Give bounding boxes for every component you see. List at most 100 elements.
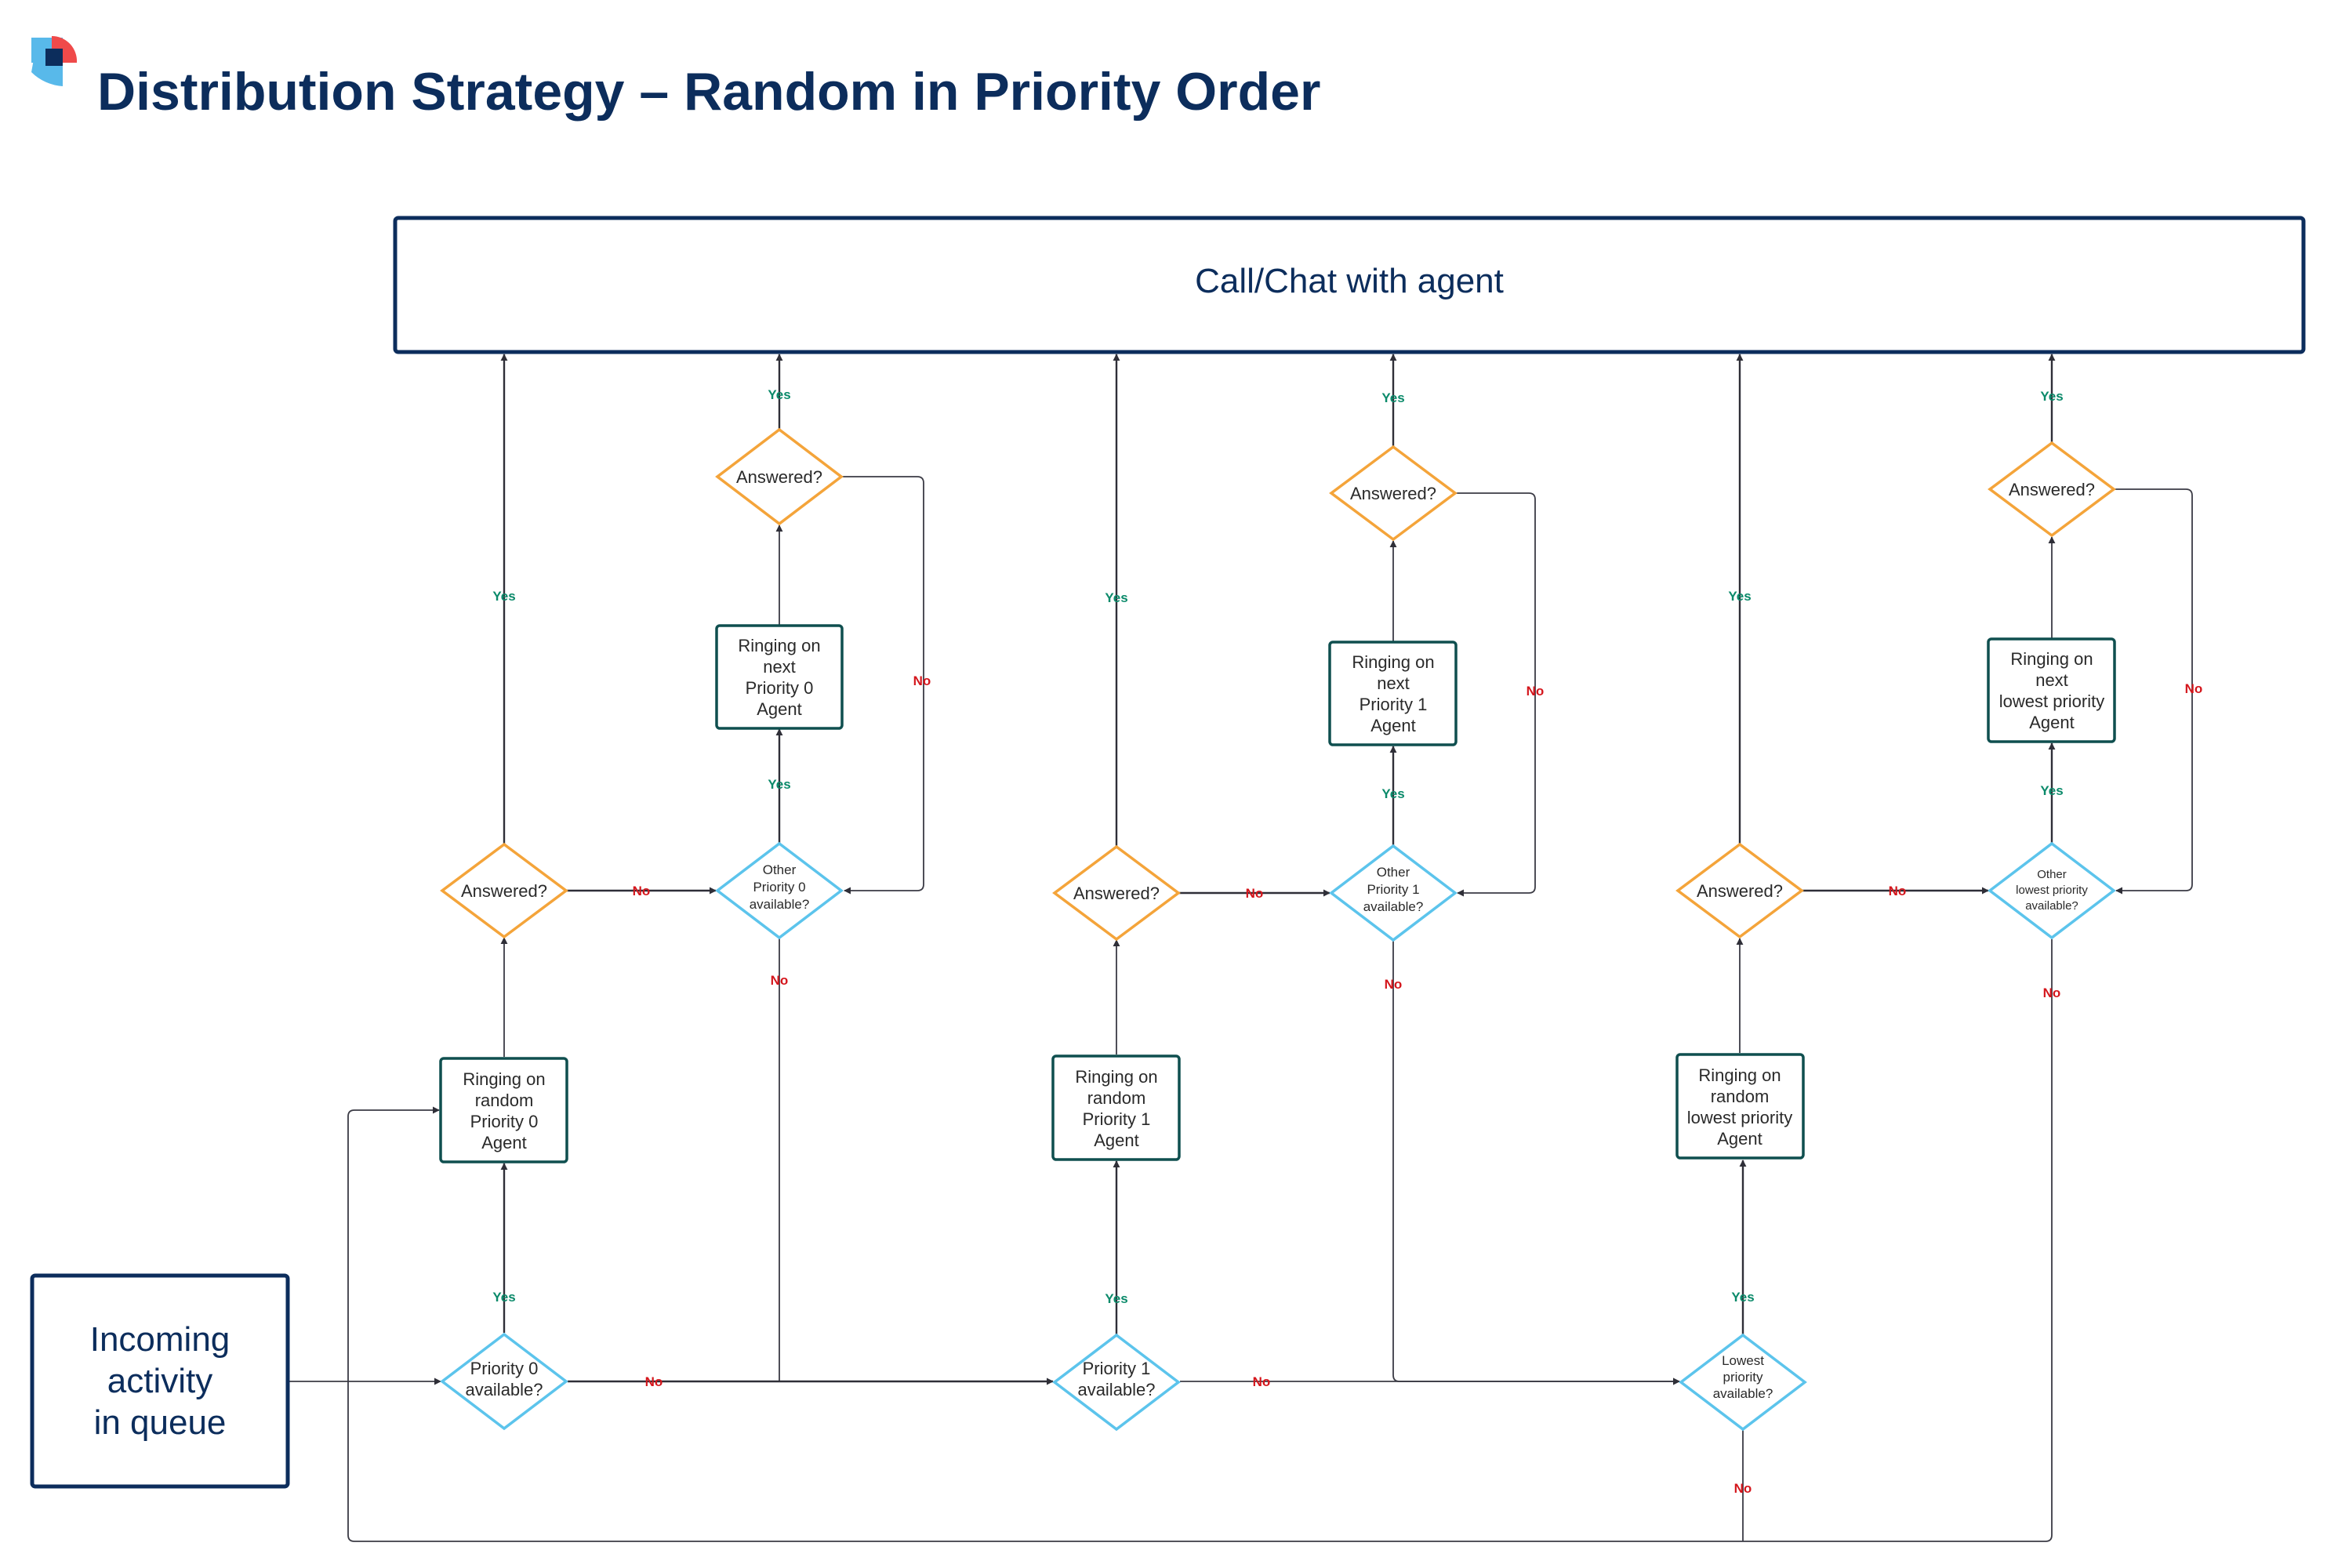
decision-answered-3: Answered? [1675,842,1804,939]
lowest-available-line-2: priority [1723,1370,1763,1385]
decision-answered-top-1: Answered? [715,427,844,526]
ring-random-lowest-line-3: lowest priority [1687,1108,1792,1127]
answered-top-2-label: Answered? [1350,484,1436,503]
incoming-line-2: activity [107,1362,212,1400]
edge-answered-top3-no [2115,488,2193,895]
label-no-p1: No [1253,1374,1271,1389]
other-p1-line-3: available? [1363,899,1424,914]
label-no-other-p0: No [771,973,789,988]
other-lowest-line-3: available? [2025,899,2078,913]
decision-other-p0-available: Other Priority 0 available? [715,841,844,940]
label-no-answered3: No [1889,884,1907,898]
incoming-line-1: Incoming [90,1320,231,1359]
edge-other-lowest-no [347,939,2053,1542]
ring-next-lowest-line-4: Agent [2029,713,2075,732]
label-yes-answered-top3: Yes [2040,389,2063,404]
company-logo-icon [31,35,77,86]
ring-next-p0-line-4: Agent [757,699,802,719]
label-yes-p0: Yes [492,1290,515,1305]
incoming-activity-node: Incoming activity in queue [30,1273,290,1489]
process-ring-next-lowest: Ringing on next lowest priority Agent [1987,637,2116,743]
ring-random-p0-line-4: Agent [481,1133,527,1152]
ring-next-p1-line-3: Priority 1 [1360,695,1428,714]
ring-next-p0-line-3: Priority 0 [746,678,814,698]
ring-random-lowest-line-1: Ringing on [1698,1065,1781,1085]
page-title: Distribution Strategy – Random in Priori… [97,62,1320,122]
other-p0-line-2: Priority 0 [753,880,805,895]
ring-next-p0-line-2: next [763,657,796,677]
p0-available-line-2: available? [465,1380,543,1399]
edge-answered-top1-no [842,476,924,895]
call-chat-node: Call/Chat with agent [393,216,2306,354]
process-ring-next-p0: Ringing on next Priority 0 Agent [715,624,844,730]
process-ring-random-p0: Ringing on random Priority 0 Agent [439,1057,568,1163]
label-no-lowest: No [1734,1481,1752,1496]
label-no-answered-top2: No [1527,684,1545,699]
lowest-available-line-1: Lowest [1722,1353,1764,1368]
ring-next-p1-line-1: Ringing on [1352,652,1434,672]
other-p1-line-2: Priority 1 [1367,882,1419,897]
ring-random-p0-line-2: random [475,1091,534,1110]
ring-next-lowest-line-3: lowest priority [1999,691,2104,711]
lowest-available-line-3: available? [1713,1386,1773,1401]
ring-random-p1-line-3: Priority 1 [1083,1109,1151,1129]
decision-answered-1: Answered? [440,842,568,939]
ring-next-p1-line-4: Agent [1370,716,1416,735]
answered-3-label: Answered? [1697,881,1783,901]
ring-random-lowest-line-2: random [1711,1087,1770,1106]
answered-2-label: Answered? [1073,884,1160,903]
process-ring-random-p1: Ringing on random Priority 1 Agent [1051,1054,1181,1161]
ring-next-p0-line-1: Ringing on [738,636,820,655]
decision-lowest-priority-available: Lowest priority available? [1679,1333,1807,1432]
edge-other-p1-no [1392,941,1680,1385]
other-p1-line-1: Other [1377,865,1410,880]
other-p0-line-3: available? [750,897,810,912]
label-no-answered1: No [633,884,651,898]
ring-random-p1-line-2: random [1087,1088,1146,1108]
incoming-line-3: in queue [94,1403,227,1442]
decision-other-p1-available: Other Priority 1 available? [1329,844,1458,942]
decision-priority-1-available: Priority 1 available? [1052,1333,1181,1432]
answered-top-3-label: Answered? [2009,480,2095,499]
decision-other-lowest-available: Other lowest priority available? [1988,841,2116,940]
ring-random-lowest-line-4: Agent [1717,1129,1762,1149]
decision-priority-0-available: Priority 0 available? [440,1332,568,1431]
label-no-answered-top3: No [2185,681,2203,696]
label-yes-answered-top1: Yes [768,387,790,402]
label-yes-other-p0: Yes [768,777,790,792]
ring-next-p1-line-2: next [1377,673,1410,693]
label-no-answered2: No [1246,886,1264,901]
p1-available-line-2: available? [1077,1380,1155,1399]
label-yes-other-lowest: Yes [2040,783,2063,798]
edge-answered-top2-no [1456,492,1536,897]
label-no-answered-top1: No [913,673,931,688]
ring-next-lowest-line-2: next [2035,670,2068,690]
other-lowest-line-1: Other [2037,868,2067,881]
answered-top-1-label: Answered? [736,467,822,487]
other-lowest-line-2: lowest priority [2016,884,2088,897]
edges [289,354,2193,1542]
p1-available-line-1: Priority 1 [1083,1359,1151,1378]
label-yes-other-p1: Yes [1381,786,1404,801]
decision-answered-top-2: Answered? [1329,445,1458,542]
label-yes-answered3: Yes [1728,589,1751,604]
decision-answered-2: Answered? [1052,844,1181,942]
label-yes-answered1: Yes [492,589,515,604]
ring-random-p1-line-1: Ringing on [1075,1067,1157,1087]
ring-next-lowest-line-1: Ringing on [2010,649,2093,669]
label-yes-answered2: Yes [1105,590,1127,605]
label-yes-lowest: Yes [1731,1290,1754,1305]
edge-labels: Yes Yes No Yes Yes No No No Yes Yes No Y… [492,387,2202,1496]
ring-random-p1-line-4: Agent [1094,1131,1139,1150]
process-ring-next-p1: Ringing on next Priority 1 Agent [1328,641,1458,746]
p0-available-line-1: Priority 0 [470,1359,539,1378]
label-no-other-p1: No [1385,977,1403,992]
label-yes-p1: Yes [1105,1291,1127,1306]
label-no-p0: No [645,1374,663,1389]
decision-answered-top-3: Answered? [1988,441,2116,538]
label-no-other-lowest: No [2043,985,2061,1000]
other-p0-line-1: Other [763,862,797,877]
ring-random-p0-line-1: Ringing on [463,1069,545,1089]
answered-1-label: Answered? [461,881,547,901]
